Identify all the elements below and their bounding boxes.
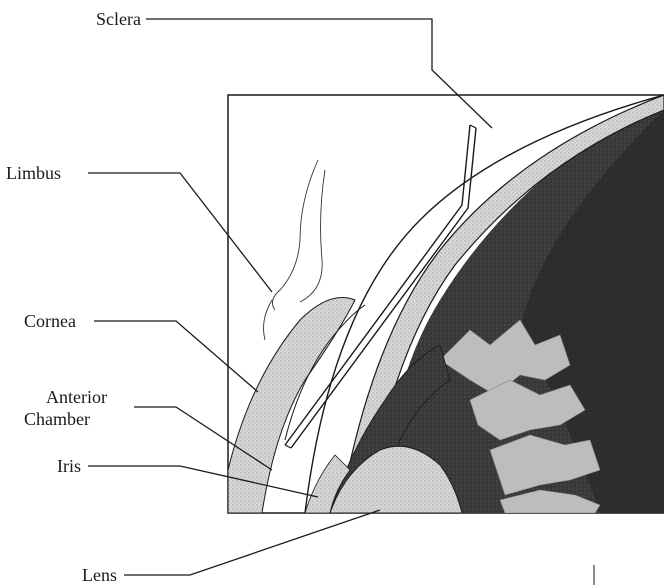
label-sclera: Sclera xyxy=(96,9,141,29)
label-cornea: Cornea xyxy=(24,311,76,331)
label-lens: Lens xyxy=(82,565,117,585)
leader-lens xyxy=(124,510,380,575)
label-anterior-chamber-line2: Chamber xyxy=(24,409,90,429)
label-anterior-chamber-line1: Anterior xyxy=(46,387,107,407)
label-iris: Iris xyxy=(57,456,81,476)
label-limbus: Limbus xyxy=(6,163,61,183)
